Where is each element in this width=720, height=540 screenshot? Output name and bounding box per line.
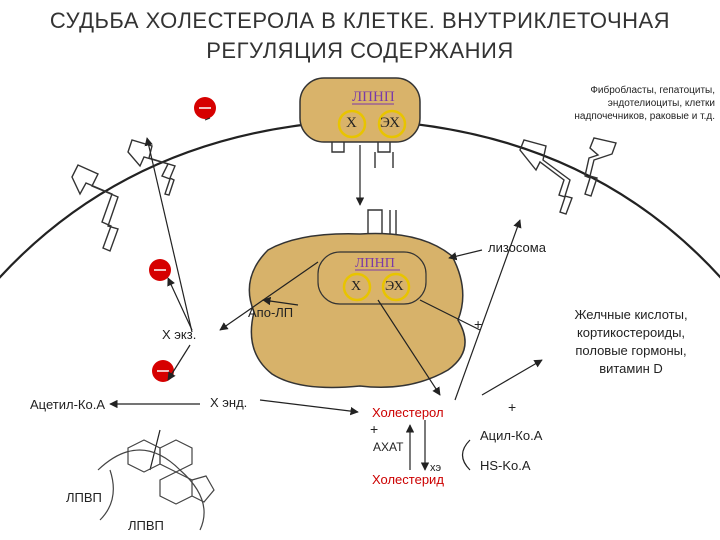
vesicle-receptors bbox=[331, 142, 394, 168]
arrows bbox=[109, 117, 543, 471]
acat-label: АХАТ bbox=[373, 440, 404, 454]
endosome-vesicle bbox=[299, 77, 421, 143]
cell-types-label: Фибробласты, гепатоциты, эндотелиоциты, … bbox=[545, 84, 715, 123]
title-line-1: СУДЬБА ХОЛЕСТЕРОЛА В КЛЕТКЕ. ВНУТРИКЛЕТО… bbox=[49, 8, 671, 33]
acyl-coa-label: Ацил-Ко.А bbox=[480, 428, 543, 443]
arrow-lysosome-label bbox=[448, 249, 483, 261]
vesicle-top-ring-x bbox=[337, 109, 367, 139]
hdl-particle bbox=[97, 439, 215, 531]
arrow-lysosome-to-cholesterol bbox=[377, 299, 441, 396]
receptor-right-2 bbox=[519, 139, 573, 215]
cell-types-line-2: эндотелиоциты, клетки bbox=[607, 98, 715, 109]
products-line-1: Желчные кислоты, bbox=[574, 307, 688, 322]
hdl-label-2: ЛПВП bbox=[128, 518, 164, 533]
arrow-endo-to-cholesterol bbox=[259, 399, 359, 416]
vesicle-mid-ldl-label: ЛПНП bbox=[355, 256, 395, 271]
products-label: Желчные кислоты, кортикостероиды, половы… bbox=[546, 306, 716, 378]
x-exo-label: Х экз. bbox=[162, 327, 197, 342]
line-lysosome-plus bbox=[419, 299, 481, 331]
plus-sign-acat: + bbox=[370, 421, 379, 437]
hs-coa-label: HS-Ko.A bbox=[480, 458, 531, 473]
vesicle-top-ex-label: ЭХ bbox=[380, 115, 400, 131]
plus-sign-lysosome: + bbox=[474, 316, 483, 332]
vesicle-top-ldl-label: ЛПНП bbox=[352, 89, 395, 105]
lysosome-label: лизосома bbox=[488, 240, 546, 255]
plus-sign-cholesterol: + bbox=[508, 399, 517, 415]
cell-types-line-1: Фибробласты, гепатоциты, bbox=[590, 85, 715, 96]
products-line-3: половые гормоны, bbox=[575, 343, 687, 358]
line-inhibit-1 bbox=[204, 117, 211, 121]
apo-lp-label: Апо-ЛП bbox=[248, 305, 294, 320]
cell-types-line-3: надпочечников, раковые и т.д. bbox=[574, 111, 715, 122]
curve-acyl-coa bbox=[461, 439, 471, 471]
arrow-apo-lp bbox=[262, 296, 299, 306]
che-label: хэ bbox=[430, 462, 442, 474]
arrow-x-exo bbox=[219, 261, 319, 331]
hdl-label-1: ЛПВП bbox=[66, 490, 102, 505]
acetyl-coa-label: Ацетил-Ко.А bbox=[30, 397, 105, 412]
cholesterol-label: Холестерол bbox=[372, 405, 444, 420]
cholesteride-label: Холестерид bbox=[372, 472, 444, 487]
products-line-2: кортикостероиды, bbox=[576, 325, 686, 340]
arrow-cholesterol-to-products bbox=[481, 359, 543, 396]
vesicle-top-x-label: Х bbox=[346, 115, 357, 131]
vesicle-mid-ring-x bbox=[342, 272, 372, 302]
vesicle-top-ring-ex bbox=[377, 109, 407, 139]
arrow-to-inhibit-2 bbox=[167, 277, 193, 331]
receptor-right-1 bbox=[584, 137, 617, 197]
vesicle-mid-ring-ex bbox=[381, 272, 411, 302]
arrow-to-receptor-inhibit bbox=[144, 137, 193, 333]
arrow-feedback-up bbox=[454, 219, 522, 401]
title-line-2: РЕГУЛЯЦИЯ СОДЕРЖАНИЯ bbox=[206, 38, 514, 63]
arrow-to-inhibit-3 bbox=[167, 344, 191, 381]
products-line-4: витамин D bbox=[599, 361, 663, 376]
x-endo-label: Х энд. bbox=[210, 395, 248, 410]
receptor-left-1 bbox=[71, 164, 119, 252]
vesicle-mid-ex-label: ЭХ bbox=[385, 279, 404, 294]
vesicle-mid-x-label: Х bbox=[351, 279, 362, 294]
line-hdl bbox=[149, 429, 161, 471]
